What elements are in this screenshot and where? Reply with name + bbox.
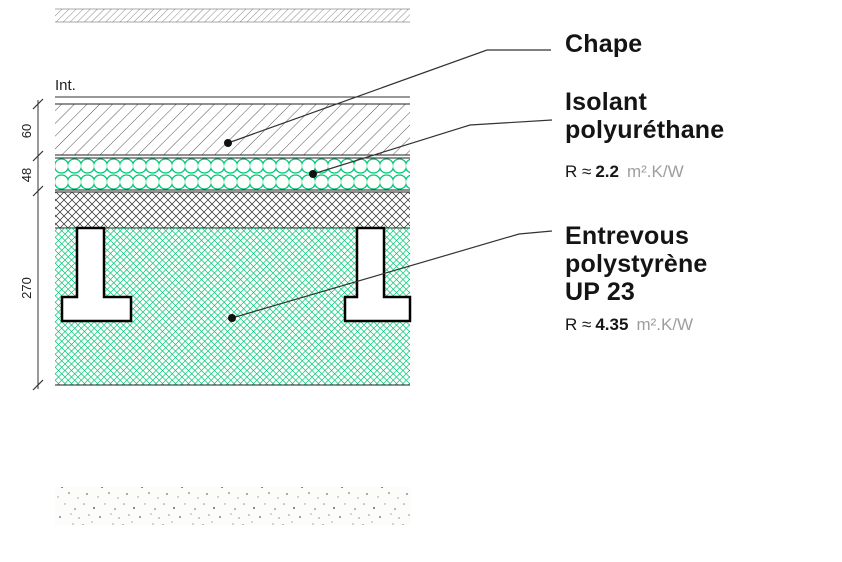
callout-isolant-title: Isolant polyuréthane — [565, 88, 724, 144]
callout-entrevous-title-line2: polystyrène — [565, 250, 708, 278]
callout-entrevous-title: Entrevous polystyrène UP 23 — [565, 222, 708, 306]
callout-entrevous-r-value: R ≈4.35 m².K/W — [565, 315, 693, 335]
top-hatched-band — [55, 8, 410, 23]
r-prefix: R ≈ — [565, 162, 592, 181]
entrevous-layer — [55, 226, 412, 386]
r-prefix: R ≈ — [565, 315, 592, 334]
leader-entrevous — [231, 230, 553, 319]
concrete-beam-left — [60, 226, 133, 323]
callout-isolant-title-line1: Isolant — [565, 88, 647, 116]
r-value: 2.2 — [595, 162, 619, 181]
callout-leaders — [224, 49, 553, 322]
leader-isolant — [312, 119, 553, 175]
callout-isolant-r-value: R ≈2.2 m².K/W — [565, 162, 684, 182]
dimension-plancher: 270 — [19, 277, 34, 299]
leader-dot-chape — [224, 139, 232, 147]
callout-chape-title: Chape — [565, 30, 642, 58]
ground-layer — [55, 487, 410, 525]
compression-slab-layer — [55, 191, 410, 229]
r-unit: m².K/W — [626, 162, 684, 181]
callout-entrevous-title-line1: Entrevous — [565, 222, 690, 250]
chape-layer — [55, 103, 410, 156]
leader-dot-isolant — [309, 170, 317, 178]
concrete-beam-right — [343, 226, 412, 323]
dimension-isolant: 48 — [19, 167, 34, 183]
r-value: 4.35 — [595, 315, 629, 334]
r-unit: m².K/W — [636, 315, 694, 334]
callout-entrevous-title-line3: UP 23 — [565, 278, 636, 306]
leader-dot-entrevous — [228, 314, 236, 322]
leader-chape — [227, 49, 551, 144]
interior-label: Int. — [55, 77, 76, 94]
callout-isolant-title-line2: polyuréthane — [565, 116, 725, 144]
dimension-chape: 60 — [19, 123, 34, 139]
dimension-chain — [32, 98, 44, 391]
insulation-layer — [55, 157, 410, 191]
callout-chape-title-line: Chape — [565, 30, 643, 58]
